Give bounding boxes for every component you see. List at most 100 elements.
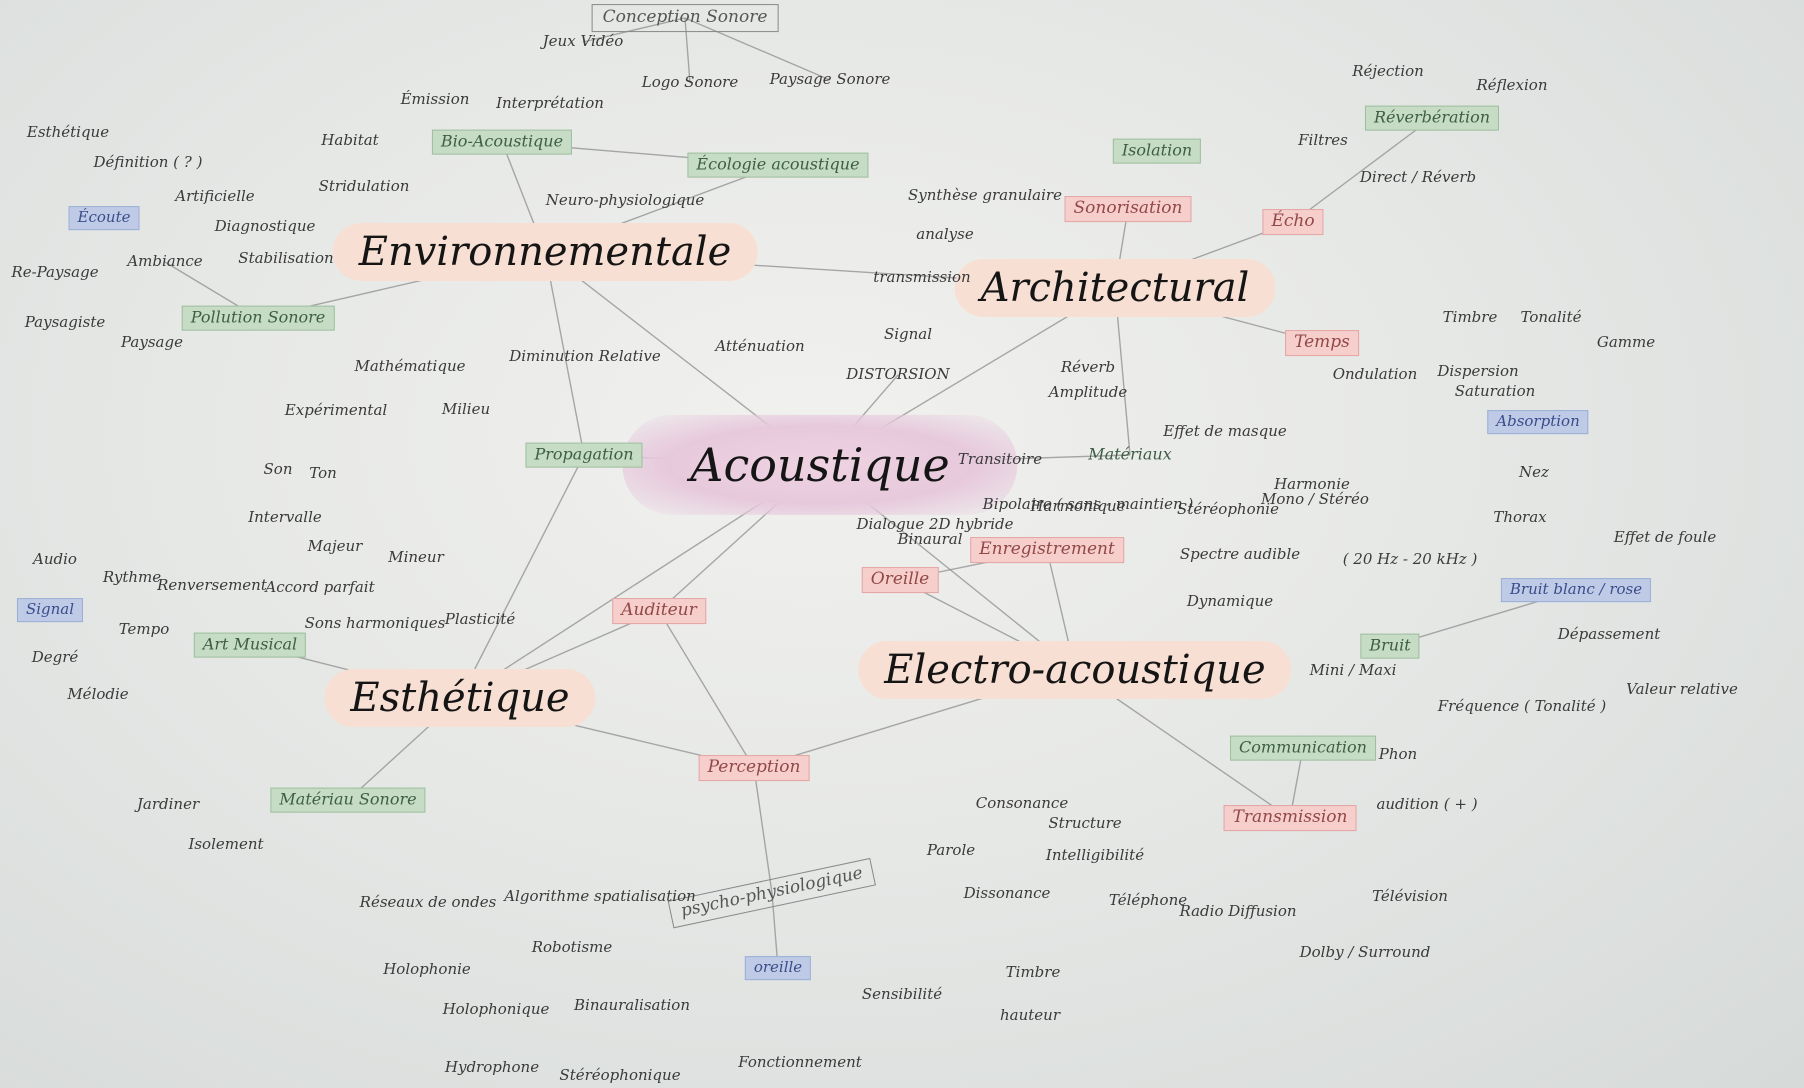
leaf-parole: Parole [926, 841, 976, 860]
leaf-diminution-relative: Diminution Relative [509, 347, 661, 366]
topic-reverberation: Réverbération [1364, 105, 1500, 131]
topic-perception: Perception [698, 755, 810, 781]
topic-oreille: Oreille [861, 567, 939, 593]
leaf-dispersion: Dispersion [1437, 362, 1519, 381]
leaf-depassement: Dépassement [1557, 625, 1661, 644]
leaf-ondulation: Ondulation [1332, 365, 1418, 384]
leaf-analyse: analyse [916, 225, 974, 244]
leaf-binauralisation: Binauralisation [574, 996, 690, 1015]
topic-bruit: Bruit [1360, 633, 1420, 659]
leaf-rejection: Réjection [1352, 62, 1424, 81]
leaf-melodie: Mélodie [67, 685, 129, 704]
leaf-phon: Phon [1378, 745, 1418, 764]
leaf-jardiner: Jardiner [136, 795, 200, 814]
leaf-radio-diffusion: Radio Diffusion [1179, 902, 1297, 921]
leaf-ton: Ton [309, 464, 337, 483]
leaf-rythme: Rythme [102, 568, 162, 587]
connector-line [658, 610, 755, 769]
leaf-interpretation: Interprétation [496, 94, 604, 113]
leaf-isolement: Isolement [188, 835, 264, 854]
topic-bio-acoustique: Bio-Acoustique [431, 129, 573, 155]
leaf-transitoire: Transitoire [957, 450, 1043, 469]
leaf-frequence: ( 20 Hz - 20 kHz ) [1342, 550, 1478, 569]
topic-propagation: Propagation [525, 442, 643, 468]
leaf-filtres: Filtres [1298, 131, 1348, 150]
leaf-hydrophone: Hydrophone [444, 1058, 540, 1077]
leaf-effet-de-foule: Effet de foule [1613, 528, 1717, 547]
leaf-timbre: Timbre [1442, 308, 1498, 327]
leaf-transmission-small: transmission [873, 268, 971, 287]
leaf-saturation: Saturation [1454, 382, 1536, 401]
leaf-tempo: Tempo [118, 620, 170, 639]
leaf-paysage: Paysage [121, 333, 183, 352]
connector-line [753, 767, 773, 894]
leaf-reseaux-de-ondes: Réseaux de ondes [359, 893, 497, 912]
leaf-nez: Nez [1519, 463, 1549, 482]
topic-distorsion: DISTORSION [846, 365, 950, 384]
leaf-milieu: Milieu [441, 400, 491, 419]
leaf-tonalite: Tonalité [1520, 308, 1582, 327]
leaf-telephone: Téléphone [1108, 891, 1188, 910]
leaf-algorithme-spatialisation: Algorithme spatialisation [504, 887, 696, 906]
topic-isolation: Isolation [1112, 138, 1202, 164]
topic-signal-box: Signal [16, 598, 84, 622]
leaf-transition-piste: Dialogue 2D hybride [856, 515, 1014, 534]
leaf-audition: audition ( + ) [1376, 795, 1478, 814]
topic-materiaux: Matériaux [1088, 444, 1172, 464]
leaf-renversement: Renversement [157, 576, 267, 595]
leaf-intelligibilite: Intelligibilité [1045, 846, 1145, 865]
topic-materiau-sonore: Matériau Sonore [270, 787, 426, 813]
leaf-effet-masque: Effet de masque [1163, 422, 1287, 441]
topic-sonorisation: Sonorisation [1064, 196, 1192, 222]
leaf-emission: Émission [400, 90, 470, 109]
leaf-sensibilite: Sensibilité [861, 985, 943, 1004]
leaf-mathematique: Mathématique [354, 357, 466, 376]
leaf-amplitude: Amplitude [1048, 383, 1128, 402]
leaf-stridulation: Stridulation [318, 177, 410, 196]
leaf-synthese-granulaire: Synthèse granulaire [908, 186, 1062, 205]
topic-echo: Écho [1262, 209, 1324, 235]
leaf-direct-reverb: Direct / Réverb [1359, 168, 1477, 187]
leaf-plasticite: Plasticité [444, 610, 516, 629]
leaf-sons-harmoniques: Sons harmoniques [304, 614, 446, 633]
leaf-mini-maxi: Mini / Maxi [1309, 661, 1397, 680]
leaf-timbre-b: Timbre [1005, 963, 1061, 982]
topic-temps: Temps [1285, 330, 1359, 356]
connector-line [684, 17, 831, 81]
leaf-holophonie-top: Holophonie [383, 960, 471, 979]
leaf-diagnostique: Diagnostique [214, 217, 316, 236]
leaf-dissonance: Dissonance [963, 884, 1051, 903]
branch-esthetique: Esthétique [324, 669, 596, 727]
topic-pollution-sonore: Pollution Sonore [181, 305, 335, 331]
leaf-accord-parfait: Accord parfait [265, 578, 375, 597]
leaf-audio: Audio [33, 550, 77, 569]
leaf-esthetique-top: Esthétique [26, 123, 110, 142]
topic-bruit-blanc-rose: Bruit blanc / rose [1500, 578, 1652, 602]
leaf-thorax: Thorax [1493, 508, 1547, 527]
topic-ecoute: Écoute [68, 206, 140, 230]
leaf-consonance: Consonance [975, 794, 1069, 813]
connector-line [771, 892, 779, 969]
topic-oreille-bas: oreille [744, 956, 812, 980]
central-topic: Acoustique [622, 414, 1018, 516]
leaf-experimental: Expérimental [284, 401, 388, 420]
leaf-holophonique: Holophonique [442, 1000, 550, 1019]
leaf-mono-stereo: Mono / Stéréo [1261, 490, 1369, 509]
leaf-intervalle: Intervalle [248, 508, 322, 527]
leaf-harmonie: Harmonie [1274, 475, 1350, 494]
topic-communication: Communication [1230, 735, 1376, 761]
leaf-logo-sonore: Logo Sonore [641, 73, 739, 92]
leaf-neuro-physiologique: Neuro-physiologique [545, 191, 705, 210]
leaf-television: Télévision [1372, 887, 1448, 906]
connector-line [684, 17, 691, 84]
leaf-fonctionnement: Fonctionnement [738, 1053, 862, 1072]
leaf-structure: Structure [1048, 814, 1122, 833]
leaf-reflexion: Réflexion [1476, 76, 1548, 95]
leaf-re-paysage: Re-Paysage [11, 263, 99, 282]
leaf-stabilisation: Stabilisation [238, 249, 334, 268]
leaf-majeur: Majeur [307, 537, 363, 556]
topic-absorption: Absorption [1487, 410, 1589, 434]
leaf-stereophonie: Stéréophonie [1177, 500, 1279, 519]
leaf-ambiance: Ambiance [127, 252, 203, 271]
